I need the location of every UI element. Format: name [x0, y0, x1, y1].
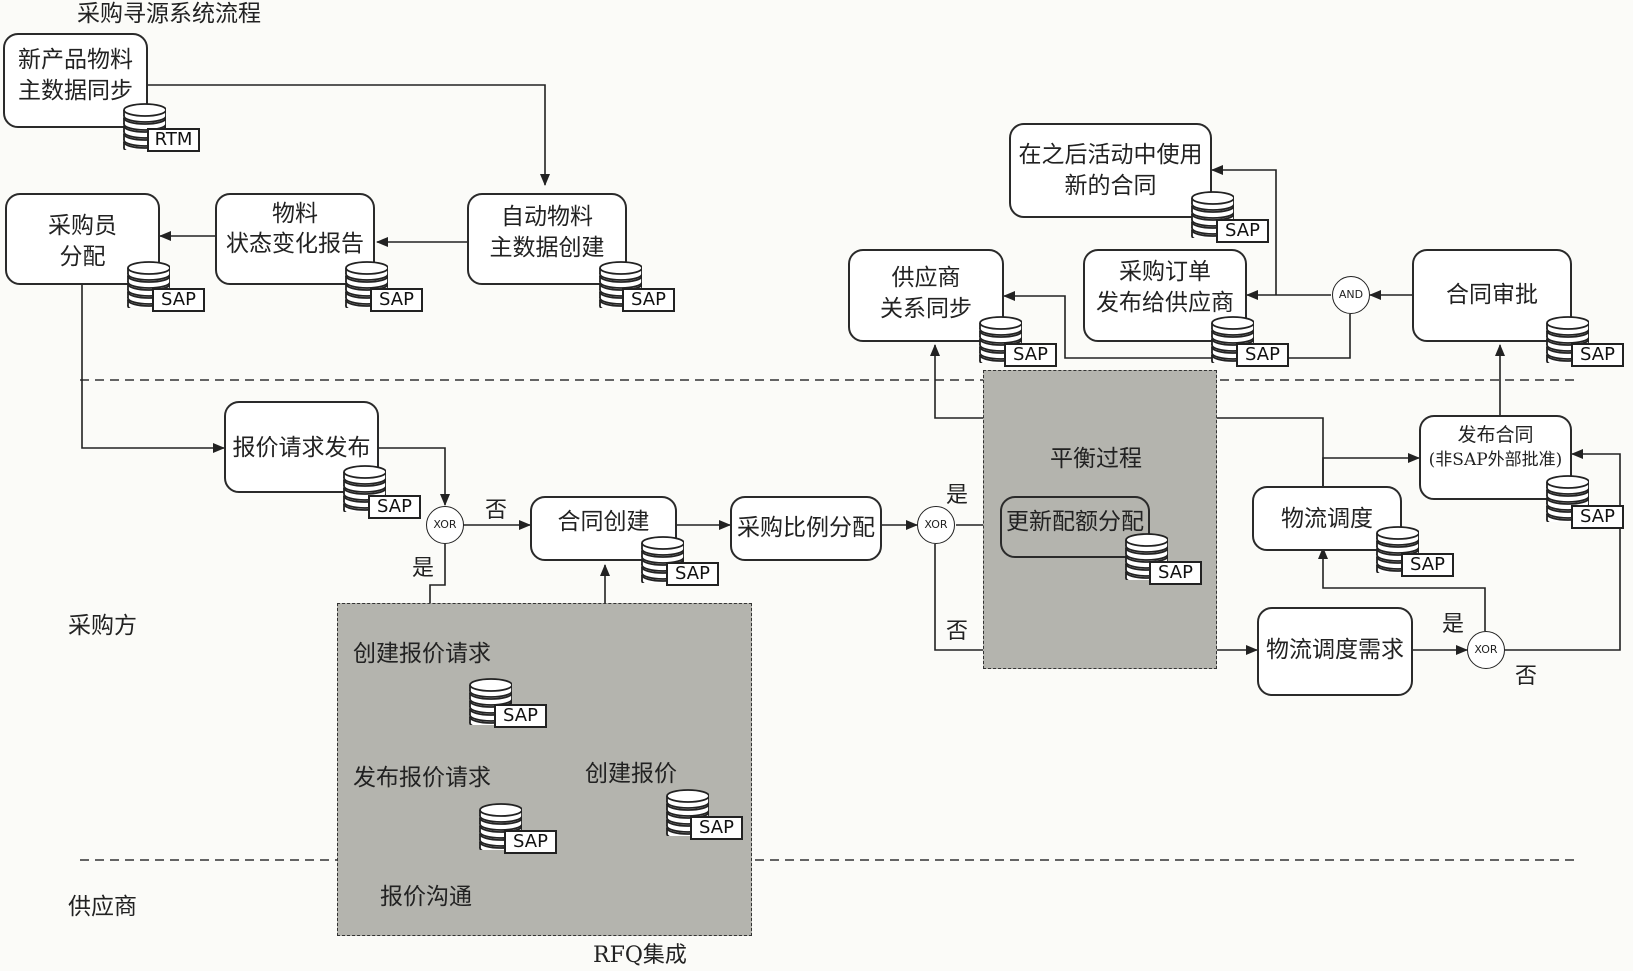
- lane-label-buyer: 采购方: [68, 613, 137, 639]
- node-auto-material-create-line2: 主数据创建: [489, 235, 605, 261]
- edge-and-to-supplier: [1003, 291, 1351, 359]
- node-new-material-sync-line1: 新产品物料: [18, 47, 133, 73]
- and-gate-approval: AND: [1332, 276, 1370, 314]
- node-purchase-ratio: [730, 496, 882, 561]
- node-update-quota-line1: 更新配额分配: [1006, 509, 1144, 535]
- edge-label-no-1: 否: [485, 498, 508, 523]
- database-icon: [469, 678, 512, 725]
- node-create-rfq-label: 创建报价请求: [353, 641, 491, 667]
- lane-label-supplier: 供应商: [68, 894, 137, 920]
- node-use-new-contract-line2: 新的合同: [1064, 173, 1157, 199]
- system-tag-sap: SAP: [1571, 343, 1624, 367]
- edge-label-no-3: 否: [1515, 664, 1538, 689]
- node-quote-comm-label: 报价沟通: [380, 884, 472, 910]
- edge-label-yes-3: 是: [1442, 612, 1465, 637]
- edge-and-to-use: [1211, 165, 1277, 295]
- node-logistics-schedule: [1252, 486, 1402, 551]
- node-contract-approval: [1412, 249, 1572, 342]
- system-tag-sap: SAP: [370, 288, 423, 312]
- node-use-new-contract: [1009, 123, 1212, 218]
- diagram-title: 采购寻源系统流程: [77, 1, 261, 27]
- system-tag-sap: SAP: [1216, 219, 1269, 243]
- edge-rfq-to-xor1: [378, 447, 450, 506]
- node-contract-approval-line1: 合同审批: [1446, 282, 1538, 308]
- rfq-region-label: RFQ集成: [593, 943, 687, 968]
- system-tag-sap: SAP: [1004, 343, 1057, 367]
- edge-sync-to-auto: [148, 84, 550, 186]
- system-tag-sap: SAP: [1401, 553, 1454, 577]
- system-tag-rtm: RTM: [147, 128, 200, 152]
- system-tag-sap: SAP: [622, 288, 675, 312]
- node-buyer-assign-line1: 采购员: [48, 213, 117, 239]
- database-icon: [1125, 533, 1168, 580]
- xor-gate-rfq: XOR: [426, 506, 464, 544]
- system-tag-sap: SAP: [494, 704, 547, 728]
- edge-buyer-to-rfq: [81, 285, 225, 453]
- node-create-quote-label: 创建报价: [585, 761, 677, 787]
- database-icon: [1191, 191, 1234, 238]
- database-icon: [1546, 475, 1589, 522]
- xor-gate-ratio: XOR: [917, 506, 955, 544]
- node-new-material-sync-line2: 主数据同步: [18, 78, 133, 104]
- database-icon: [599, 261, 642, 308]
- node-material-status-report-line1: 物料: [272, 201, 318, 227]
- edge-xor3-to-publish: [1504, 449, 1621, 651]
- edge-label-yes-2: 是: [946, 483, 969, 508]
- node-logistics-demand: [1257, 607, 1413, 696]
- node-supplier-sync-line2: 关系同步: [880, 296, 972, 322]
- node-update-quota: [1000, 496, 1150, 558]
- system-tag-sap: SAP: [690, 816, 743, 840]
- node-po-to-supplier-line2: 发布给供应商: [1096, 290, 1234, 316]
- edge-label-yes-1: 是: [412, 556, 435, 581]
- system-tag-sap: SAP: [152, 288, 205, 312]
- rfq-integration-region: [337, 603, 752, 936]
- database-icon: [1211, 316, 1254, 363]
- node-use-new-contract-line1: 在之后活动中使用: [1018, 142, 1203, 168]
- system-tag-sap: SAP: [368, 495, 421, 519]
- xor-gate-demand: XOR: [1467, 631, 1505, 669]
- system-tag-sap: SAP: [504, 830, 557, 854]
- system-tag-sap: SAP: [1149, 561, 1202, 585]
- database-icon: [345, 261, 388, 308]
- node-publish-contract-line2: (非SAP外部批准): [1428, 450, 1563, 470]
- node-rfq-publish-line1: 报价请求发布: [232, 435, 371, 461]
- edge-xor3-to-schedule: [1318, 547, 1486, 631]
- node-publish-rfq-label: 发布报价请求: [353, 765, 491, 791]
- system-tag-sap: SAP: [1236, 343, 1289, 367]
- balance-region-label: 平衡过程: [1050, 446, 1142, 472]
- node-logistics-demand-line1: 物流调度需求: [1266, 637, 1404, 663]
- node-po-to-supplier-line1: 采购订单: [1119, 259, 1211, 285]
- balance-process-region: [983, 370, 1217, 669]
- system-tag-sap: SAP: [666, 562, 719, 586]
- node-purchase-ratio-line1: 采购比例分配: [737, 515, 875, 541]
- node-buyer-assign-line2: 分配: [59, 244, 106, 270]
- node-auto-material-create-line1: 自动物料: [501, 204, 593, 230]
- node-supplier-sync-line1: 供应商: [891, 265, 961, 291]
- node-material-status-report-line2: 状态变化报告: [226, 231, 364, 257]
- node-contract-create-line1: 合同创建: [557, 509, 650, 535]
- edge-label-no-2: 否: [946, 619, 969, 644]
- node-logistics-schedule-line1: 物流调度: [1281, 506, 1373, 532]
- node-supplier-sync: [848, 249, 1004, 342]
- node-publish-contract-line1: 发布合同: [1457, 424, 1534, 446]
- system-tag-sap: SAP: [1571, 505, 1624, 529]
